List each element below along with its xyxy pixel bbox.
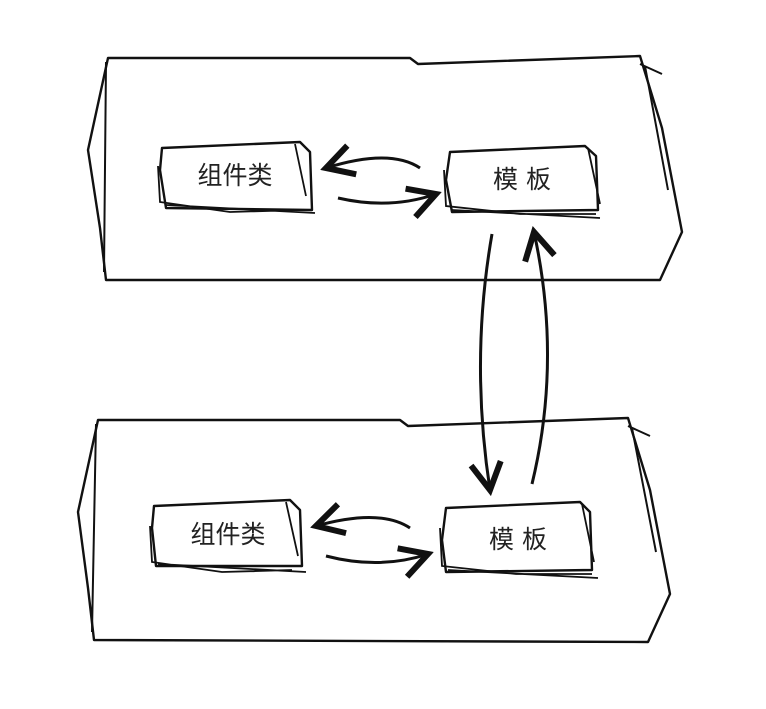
upper-template-box: 模 板 [443,144,601,219]
lower-group: 组件类 模 板 [76,416,672,644]
lower-template-label: 模 板 [489,525,547,554]
upper-arrow-component-to-template [337,194,436,203]
arrow-upper-template-down-to-lower-template [480,233,492,490]
lower-container-frame-stroke2 [91,423,657,633]
arrow-lower-template-up-to-upper-template [532,232,548,485]
lower-component-label: 组件类 [190,520,265,549]
lower-arrow-component-to-template [325,554,428,563]
lower-arrow-template-to-component [316,517,411,528]
upper-container-frame [86,54,684,282]
upper-arrow-template-to-component [326,158,421,168]
lower-container-frame [76,416,672,644]
lower-template-box: 模 板 [439,500,599,579]
upper-group: 组件类 模 板 [86,54,684,282]
lower-component-box: 组件类 [149,498,307,573]
upper-container-frame-stroke2 [103,61,669,273]
upper-component-box: 组件类 [157,140,316,214]
upper-template-label: 模 板 [493,165,551,194]
upper-component-label: 组件类 [197,161,272,190]
